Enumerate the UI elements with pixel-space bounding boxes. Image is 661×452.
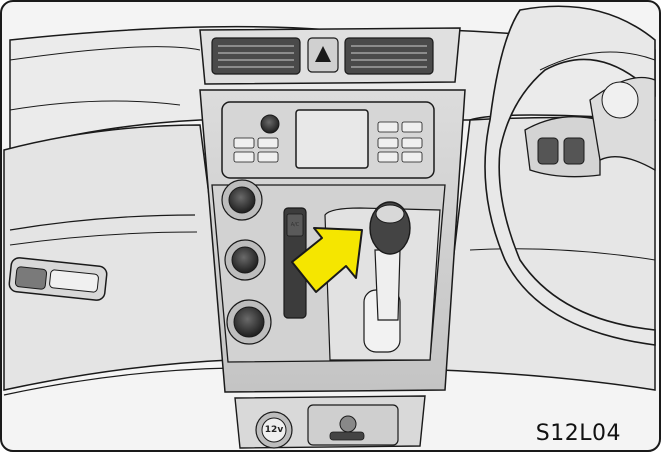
dashboard-left-panel bbox=[3, 124, 231, 391]
hazard-icon bbox=[315, 46, 331, 62]
infotainment-panel bbox=[221, 101, 435, 179]
glovebox-handle bbox=[8, 257, 108, 301]
right-vent bbox=[344, 37, 434, 75]
air-distribution-knob bbox=[233, 306, 265, 338]
volume-knob bbox=[260, 114, 280, 134]
center-vents bbox=[199, 27, 461, 85]
radio-screen bbox=[295, 109, 369, 169]
steering-spoke bbox=[524, 116, 601, 178]
arrow-pointer-icon bbox=[291, 227, 363, 293]
temperature-knob bbox=[231, 246, 259, 274]
left-vent bbox=[211, 37, 301, 75]
steering-button-right bbox=[563, 137, 585, 165]
steering-wheel bbox=[484, 5, 656, 346]
steering-button-left bbox=[537, 137, 559, 165]
ac-button-label: A/C bbox=[290, 222, 300, 228]
gear-lever bbox=[374, 249, 401, 321]
fan-speed-knob bbox=[228, 186, 256, 214]
gear-shift-area bbox=[324, 201, 441, 361]
bottom-console bbox=[234, 395, 426, 449]
instrument-gauge bbox=[601, 81, 639, 119]
ac-button bbox=[286, 213, 304, 237]
power-socket-label: 12v bbox=[264, 425, 284, 435]
figure-code: S12L04 bbox=[535, 421, 621, 446]
